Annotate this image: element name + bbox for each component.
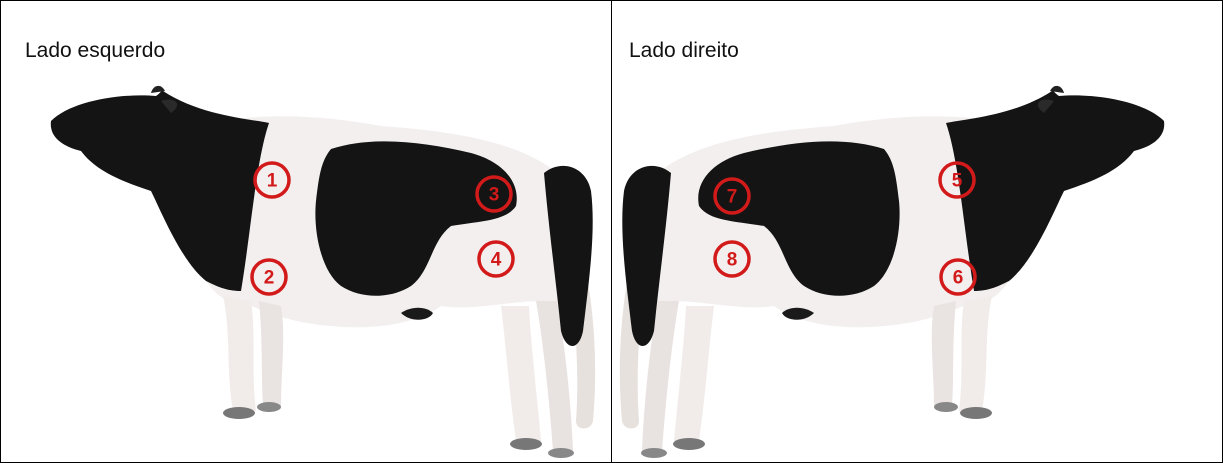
marker-1-label: 1 [267,171,278,192]
marker-5-label: 5 [952,171,963,192]
cow-left-side-image: 1 2 3 4 [1,1,611,462]
left-side-panel: Lado esquerdo [1,1,612,462]
marker-3-label: 3 [489,185,500,206]
cow-right-side-image: 5 6 7 8 [612,1,1222,462]
cow-body [620,86,1164,458]
marker-6-label: 6 [953,268,964,289]
cow-body [51,86,595,458]
marker-8-label: 8 [727,250,738,271]
right-side-panel: Lado direito [612,1,1222,462]
marker-2-label: 2 [264,268,275,289]
marker-7-label: 7 [727,187,738,208]
marker-4-label: 4 [491,250,502,271]
